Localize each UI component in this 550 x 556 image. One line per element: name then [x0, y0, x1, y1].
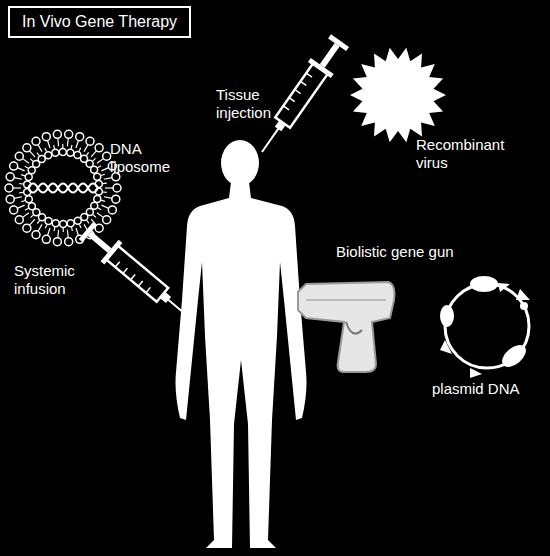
recombinant-virus	[350, 48, 446, 143]
label: Biolistic gene gun	[336, 243, 526, 261]
title-box: In Vivo Gene Therapy	[8, 6, 191, 38]
label: Tissue injection	[216, 86, 296, 122]
label: plasmid DNA	[432, 380, 542, 398]
gene-gun	[298, 282, 394, 372]
label: Recombinant virus	[416, 136, 526, 172]
title: In Vivo Gene Therapy	[22, 12, 177, 32]
label: DNA liposome	[110, 140, 190, 176]
label: Systemic infusion	[14, 262, 94, 298]
plasmid-dna	[440, 276, 530, 378]
human-silhouette	[176, 140, 307, 548]
dna-liposome	[5, 130, 121, 246]
